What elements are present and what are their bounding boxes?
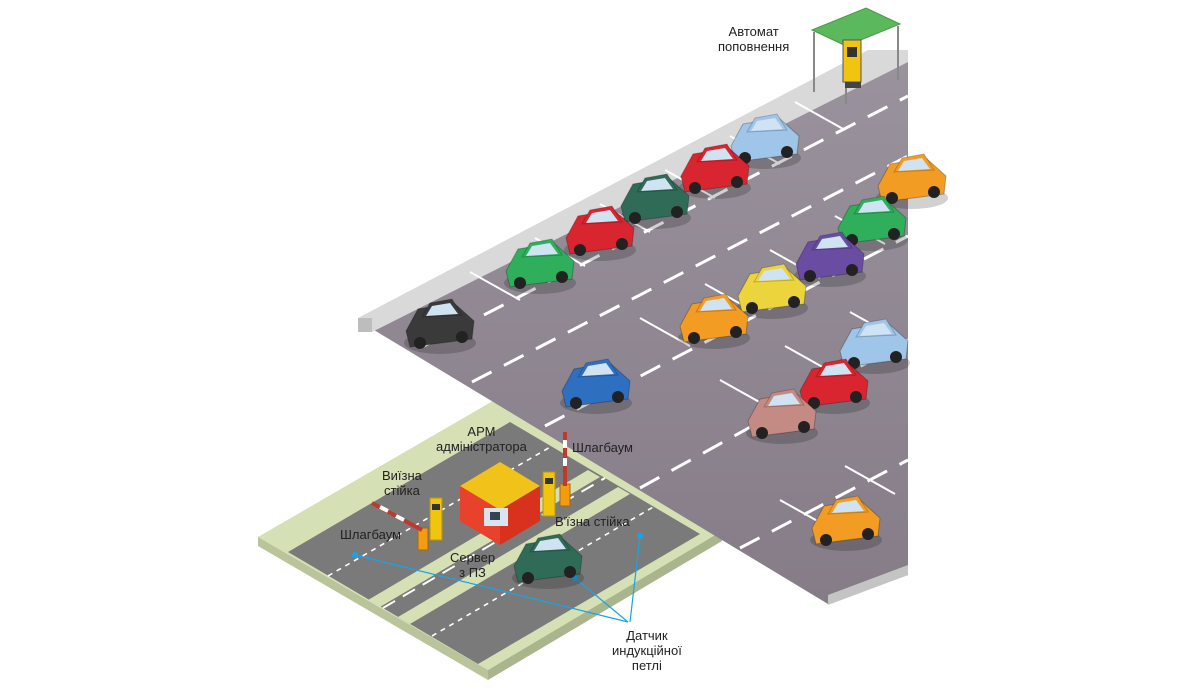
exit-post-icon: [429, 497, 443, 541]
barrier-left-icon: [371, 501, 429, 551]
car-light-blue: [838, 318, 910, 374]
car-orange: [810, 495, 882, 551]
car-dark-green: [512, 533, 584, 589]
car-red: [679, 143, 751, 199]
car-light-blue: [729, 113, 801, 169]
car-red: [798, 358, 870, 414]
car-orange: [876, 153, 948, 209]
entry-post-icon: [542, 471, 556, 517]
barrier-right-label: Шлагбаум: [572, 440, 633, 455]
car-green: [504, 238, 576, 294]
car-red: [564, 205, 636, 261]
top-up-kiosk-icon: [810, 7, 902, 104]
car-yellow: [736, 263, 808, 319]
entry-post-label: В'їзна стійка: [555, 514, 630, 529]
barrier-left-label: Шлагбаум: [340, 527, 401, 542]
admin-booth-icon: [460, 462, 540, 545]
loop-sensor-lines: [351, 532, 644, 623]
car-purple: [794, 231, 866, 287]
car-pink-brown: [746, 388, 818, 444]
car-orange: [678, 293, 750, 349]
cars: [404, 113, 948, 589]
car-black: [404, 298, 476, 354]
barrier-right-icon: [559, 432, 571, 507]
car-blue: [560, 358, 632, 414]
car-dark-green: [619, 173, 691, 229]
